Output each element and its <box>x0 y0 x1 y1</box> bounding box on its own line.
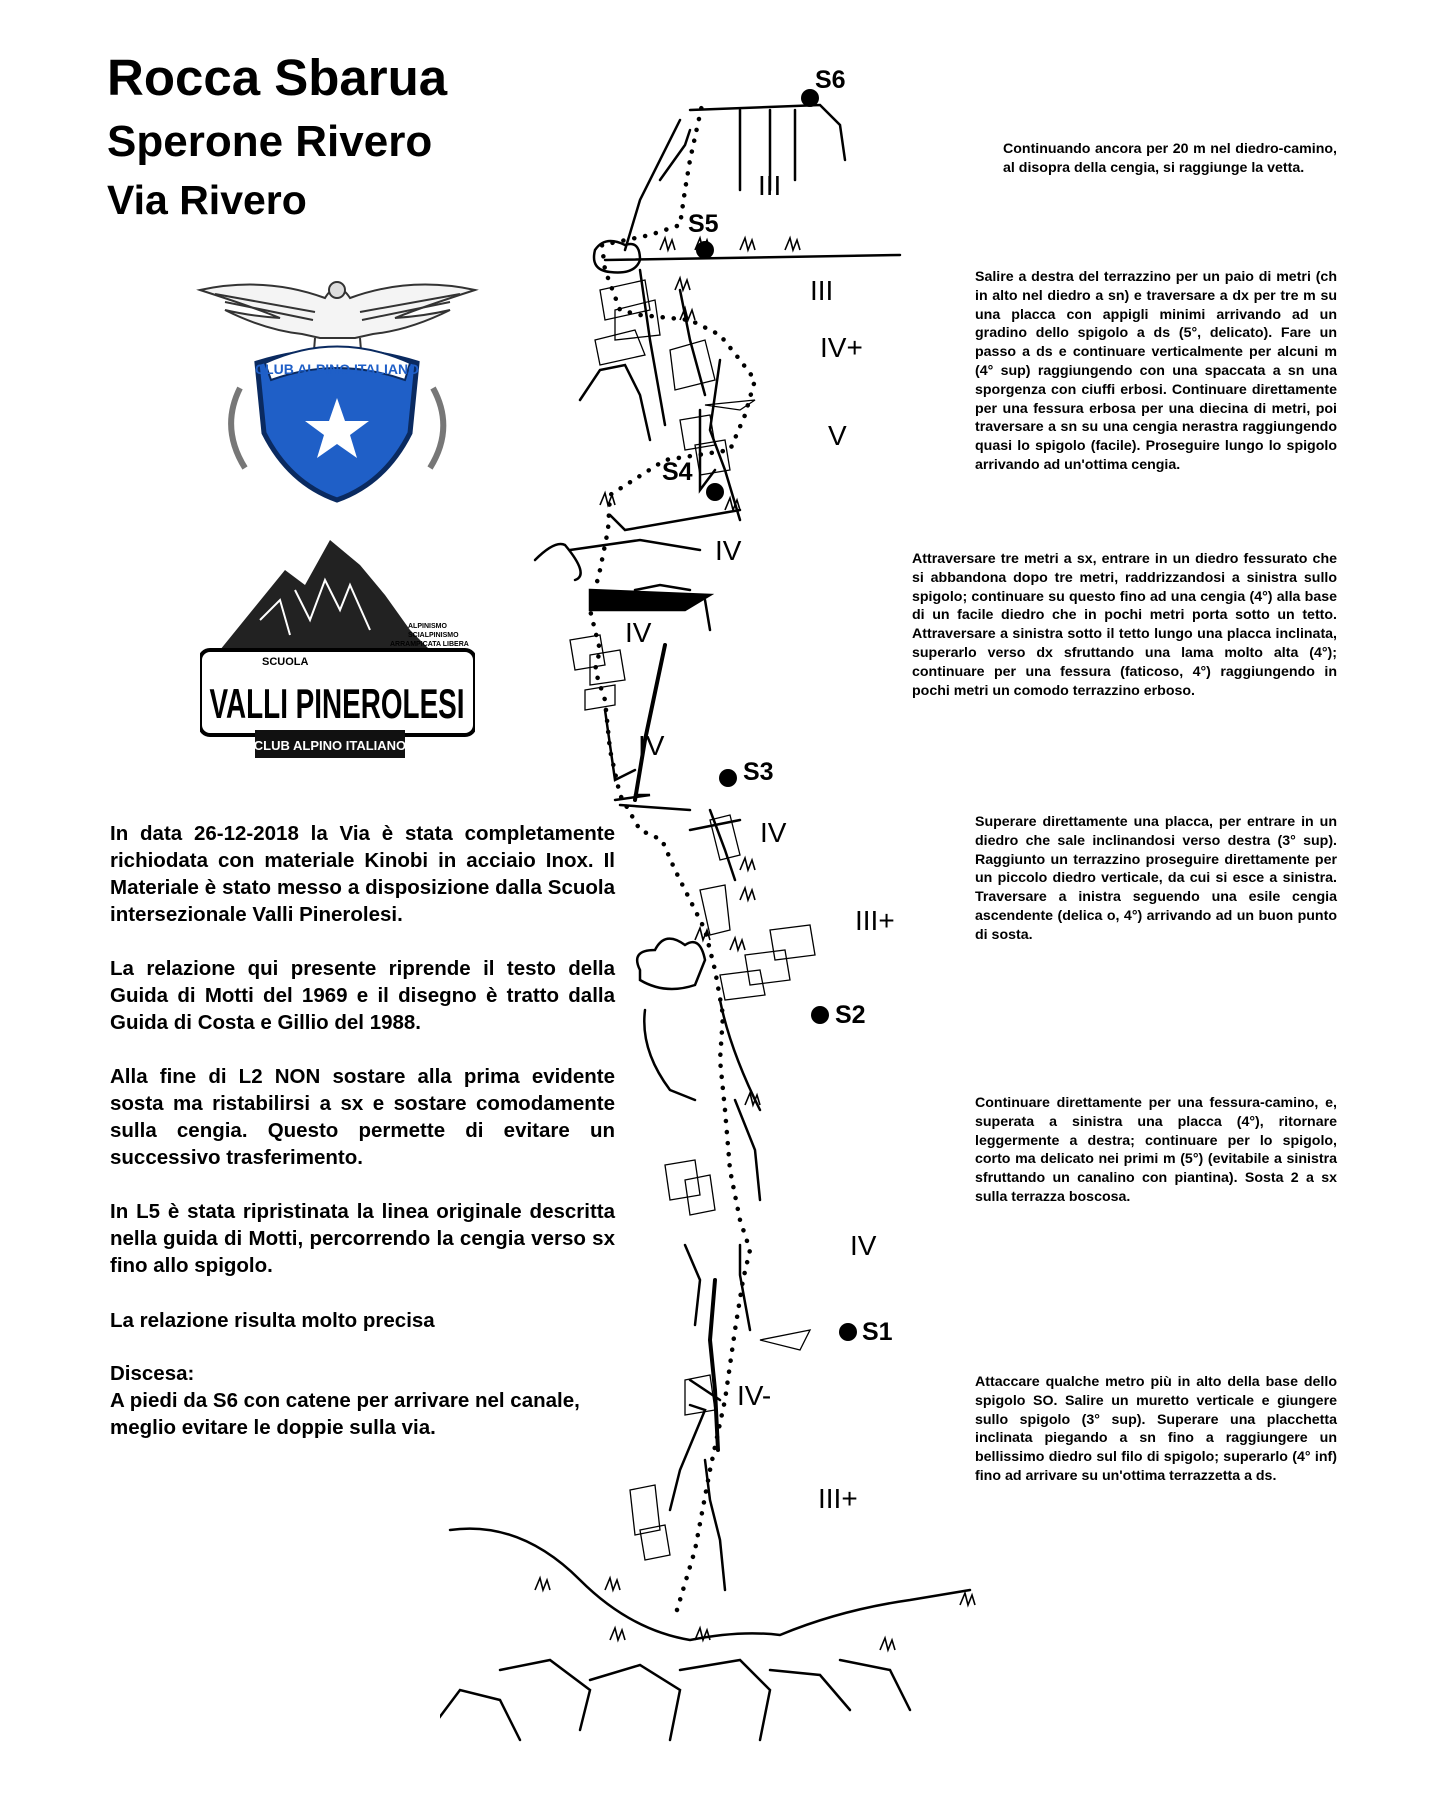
station-label-s5: S5 <box>688 210 719 238</box>
belay-station-s4 <box>706 483 724 501</box>
grass-tufts <box>535 238 975 1650</box>
grade-label-l6: III <box>758 170 781 201</box>
grade-label-l4-low: IV <box>638 730 665 761</box>
school-logo-name: VALLI PINEROLESI <box>210 680 465 727</box>
route-topo: S1 S2 S3 S4 S5 S6 III+ IV- IV III+ IV IV… <box>440 50 1080 1750</box>
school-logo-subtitle: CLUB ALPINO ITALIANO <box>254 738 406 753</box>
station-label-s2: S2 <box>835 1001 866 1029</box>
belay-station-s3 <box>719 769 737 787</box>
grade-label-l3: IV <box>760 817 787 848</box>
grade-label-l5: III <box>810 275 833 306</box>
grade-labels: III+ IV- IV III+ IV IV IV IV V IV+ III I… <box>625 170 895 1514</box>
mountain-icon <box>220 540 430 650</box>
school-logo: SCUOLA ALPINISMO SCIALPINISMO ARRAMPICAT… <box>200 540 475 765</box>
school-logo-line1: SCUOLA <box>262 656 309 668</box>
cai-logo: CLUB ALPINO ITALIANO <box>195 268 480 503</box>
grade-label-l2: IV <box>850 1230 877 1261</box>
grade-label-l1: IV- <box>737 1380 771 1411</box>
grade-label-l3-top: III+ <box>855 905 895 936</box>
grade-label-l4-mid: IV <box>625 617 652 648</box>
page-title: Rocca Sbarua <box>107 52 447 103</box>
belay-station-s5 <box>696 241 714 259</box>
station-label-s4: S4 <box>662 458 693 486</box>
grade-label-l5-top: V <box>828 420 847 451</box>
cai-logo-text: CLUB ALPINO ITALIANO <box>255 361 419 377</box>
station-label-s6: S6 <box>815 66 846 94</box>
belay-station-s2 <box>811 1006 829 1024</box>
station-label-s1: S1 <box>862 1318 893 1346</box>
page-subtitle: Sperone Rivero <box>107 120 432 164</box>
grade-label-l1-top: III+ <box>818 1483 858 1514</box>
grade-label-l5-mid: IV+ <box>820 332 863 363</box>
route-name: Via Rivero <box>107 180 307 221</box>
belay-station-s1 <box>839 1323 857 1341</box>
grade-label-l4-top: IV <box>715 535 742 566</box>
station-label-s3: S3 <box>743 758 774 786</box>
